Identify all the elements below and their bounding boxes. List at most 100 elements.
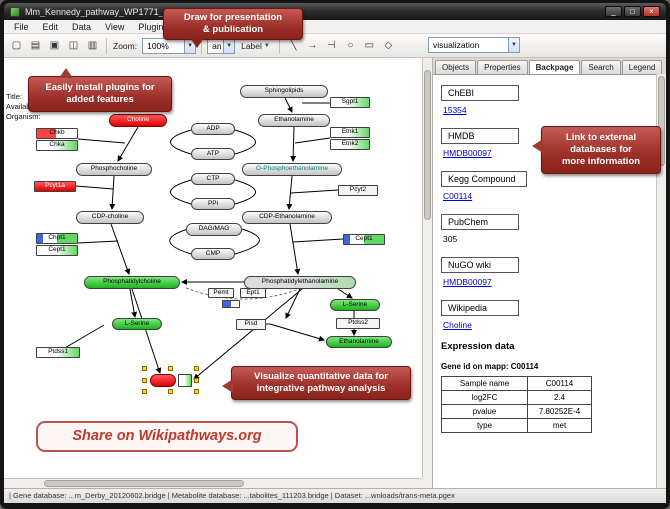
tab-legend[interactable]: Legend — [621, 60, 663, 74]
selection-handle[interactable] — [142, 366, 147, 371]
pathway-node-pisd[interactable]: Pisd — [236, 319, 266, 330]
pathway-node-pcyt2[interactable]: Pcyt2 — [338, 185, 378, 196]
pathway-node-sgpl1[interactable]: Sgpl1 — [330, 97, 370, 108]
selection-handle[interactable] — [194, 389, 199, 394]
pathway-node-ctp[interactable]: CTP — [191, 173, 235, 185]
visualization-combo[interactable]: visualization ▼ — [428, 37, 520, 53]
tab-properties[interactable]: Properties — [477, 60, 528, 74]
pathway-node-cmp[interactable]: CMP — [191, 248, 235, 260]
backpage-link-kegg-compound[interactable]: C00114 — [443, 191, 473, 201]
paste-icon[interactable]: ▥ — [87, 40, 98, 51]
pathway-node-ethanolamine[interactable]: Ethanolamine — [258, 114, 330, 127]
pathway-node-ppi[interactable]: PPi — [191, 198, 235, 210]
pathway-node-ptdss1[interactable]: Ptdss1 — [36, 347, 80, 358]
open-icon[interactable]: ▤ — [30, 40, 41, 51]
pathway-node-l-serine[interactable]: L-Serine — [112, 318, 162, 330]
menu-data[interactable]: Data — [72, 21, 92, 32]
selection-handle[interactable] — [142, 389, 147, 394]
pathway-node-choline[interactable]: Choline — [109, 114, 167, 127]
table-cell: log2FC — [441, 390, 528, 405]
copy-icon[interactable]: ◫ — [68, 40, 79, 51]
pathway-node-pcyt1a[interactable]: Pcyt1a — [34, 181, 76, 192]
pathway-node-phosphocholine[interactable]: Phosphocholine — [76, 163, 152, 176]
zoom-label: Zoom: — [113, 40, 138, 51]
backpage-link-chebi[interactable]: 15354 — [443, 105, 467, 115]
ellipse-tool-icon[interactable]: ○ — [347, 40, 354, 51]
selection-handle[interactable] — [142, 377, 147, 383]
maximize-button[interactable]: □ — [624, 6, 641, 17]
pathway-node-cdp-choline[interactable]: CDP-choline — [76, 211, 144, 224]
pathway-node[interactable] — [222, 300, 240, 308]
panel-scrollbar-thumb[interactable] — [658, 76, 665, 166]
datanode-template-combo[interactable]: an ▼ — [207, 37, 236, 54]
rect-tool-icon[interactable]: ▭ — [364, 40, 375, 51]
pathway-node[interactable] — [150, 374, 176, 387]
pathway-node-cept1[interactable]: Cept1 — [343, 234, 385, 245]
menu-view[interactable]: View — [105, 21, 125, 32]
tab-search[interactable]: Search — [581, 60, 621, 74]
arrow-tool-icon[interactable]: → — [307, 40, 318, 51]
label-template-button[interactable]: Label ▼ — [241, 40, 270, 51]
pathway-node-atp[interactable]: ATP — [191, 148, 235, 160]
selection-handle[interactable] — [194, 366, 199, 371]
pathvisio-app-icon — [10, 6, 20, 17]
pathway-node-l-serine[interactable]: L-Serine — [330, 299, 380, 311]
tbar-tool-icon[interactable]: ⊣ — [327, 40, 336, 51]
pathway-canvas[interactable]: Title: Availability: Organism: Sphingoli… — [4, 58, 422, 478]
pathway-node-ptdss2[interactable]: Ptdss2 — [336, 318, 380, 329]
pathway-availability-label: Availability: — [6, 102, 44, 111]
menu-edit[interactable]: Edit — [42, 21, 59, 32]
canvas-area: Title: Availability: Organism: Sphingoli… — [4, 58, 432, 488]
menu-file[interactable]: File — [14, 21, 29, 32]
pathway-node-adp[interactable]: ADP — [191, 123, 235, 135]
pathway-node-cdp-ethanolamine[interactable]: CDP-Ethanolamine — [242, 211, 332, 224]
pathway-node-dag-mag[interactable]: DAG/MAG — [186, 223, 242, 236]
close-button[interactable]: × — [643, 6, 660, 17]
menu-plugins[interactable]: Plugins — [138, 21, 168, 32]
shape-tool-icon[interactable]: ◇ — [384, 40, 393, 51]
pathway-node-cept1[interactable]: Cept1 — [36, 245, 78, 256]
pathway-node-pemt[interactable]: Pemt — [208, 288, 234, 298]
pathway-node-ept1[interactable]: Ept1 — [240, 288, 266, 298]
pathway-node-sphingolipids[interactable]: Sphingolipids — [240, 85, 328, 98]
table-cell: Sample name — [441, 376, 528, 391]
chevron-down-icon[interactable]: ▼ — [508, 38, 519, 52]
pathway-node-o-phosphoethanolamine[interactable]: O-Phosphoethanolamine — [242, 163, 342, 176]
new-icon[interactable]: ▢ — [11, 40, 22, 51]
backpage-link-wikipedia[interactable]: Choline — [443, 320, 472, 330]
pathway-node-phosphatidylethanolamine[interactable]: Phosphatidylethanolamine — [244, 276, 356, 289]
line-tool-icon[interactable]: ╲ — [290, 40, 297, 51]
minimize-button[interactable]: _ — [605, 6, 622, 17]
canvas-vscrollbar[interactable] — [422, 58, 432, 478]
pathway-node-phosphatidylcholine[interactable]: Phosphatidylcholine — [84, 276, 180, 289]
pathway-node-ethanolamine[interactable]: Ethanolamine — [326, 336, 392, 348]
table-cell: C00114 — [527, 376, 592, 391]
hscrollbar-thumb[interactable] — [44, 480, 244, 487]
selection-handle[interactable] — [194, 377, 199, 383]
canvas-hscrollbar[interactable] — [4, 478, 422, 488]
pathway-node-etnk1[interactable]: Etnk1 — [330, 127, 370, 138]
tab-objects[interactable]: Objects — [435, 60, 477, 74]
table-cell: met — [527, 418, 592, 433]
backpage-link-hmdb[interactable]: HMDB00097 — [443, 148, 492, 158]
backpage-header-nugo-wiki: NuGO wiki — [441, 257, 519, 273]
pathway-node-chpt1[interactable]: Chpt1 — [36, 233, 78, 244]
selection-handle[interactable] — [168, 366, 173, 371]
pathway-node[interactable] — [178, 374, 192, 387]
selection-handle[interactable] — [168, 389, 173, 394]
save-icon[interactable]: ▣ — [49, 40, 60, 51]
backpage-link-nugo-wiki[interactable]: HMDB00097 — [443, 277, 492, 287]
titlebar: Mm_Kennedy_pathway_WP1771_45176.gpml... … — [4, 3, 666, 20]
gene-id-line: Gene id on mapp: C00114 — [441, 362, 539, 371]
tab-backpage[interactable]: Backpage — [528, 60, 581, 74]
chevron-down-icon[interactable]: ▼ — [223, 38, 235, 53]
table-cell: pvalue — [441, 404, 528, 419]
panel-scrollbar[interactable] — [656, 74, 666, 488]
callout-external-databases-text: Link to external databases for more info… — [561, 132, 641, 167]
pathway-title-label: Title: — [6, 92, 22, 101]
pathway-node-chka[interactable]: Chka — [36, 140, 78, 151]
pathway-node-chkb[interactable]: Chkb — [36, 128, 78, 139]
pathway-node-etnk2[interactable]: Etnk2 — [330, 139, 370, 150]
vscrollbar-thumb[interactable] — [424, 70, 431, 220]
